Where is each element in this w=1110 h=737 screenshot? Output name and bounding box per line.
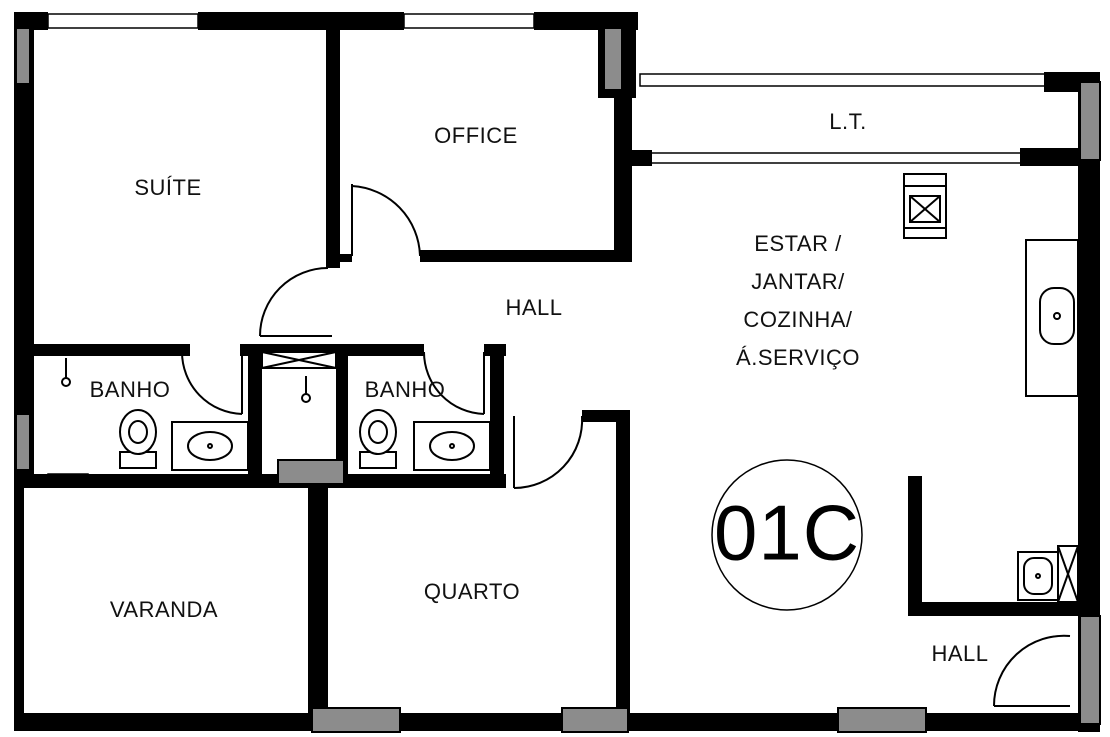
pillars (15, 27, 1101, 733)
doors (181, 184, 1071, 707)
label-estar-line-4: Á.SERVIÇO (736, 345, 860, 370)
label-suite: SUÍTE (134, 175, 202, 200)
unit-badge-circle (711, 459, 863, 611)
label-hall-main: HALL (505, 295, 563, 320)
label-estar-line-3: COZINHA/ (743, 307, 853, 332)
label-quarto: QUARTO (423, 579, 521, 604)
fixtures (61, 173, 1079, 603)
label-banho-left: BANHO (89, 377, 171, 402)
label-office: OFFICE (434, 123, 518, 148)
unit-code: 01C (713, 488, 861, 577)
label-estar-line-2: JANTAR/ (751, 269, 845, 294)
label-banho-right: BANHO (364, 377, 446, 402)
windows (47, 13, 1046, 661)
walls (14, 12, 1100, 732)
label-varanda: VARANDA (109, 597, 219, 622)
label-hall-entry: HALL (931, 641, 989, 666)
label-lt: L.T. (829, 109, 867, 134)
label-estar-line-1: ESTAR / (754, 231, 842, 256)
label-estar: ESTAR / JANTAR/ COZINHA/ Á.SERVIÇO (736, 225, 860, 377)
